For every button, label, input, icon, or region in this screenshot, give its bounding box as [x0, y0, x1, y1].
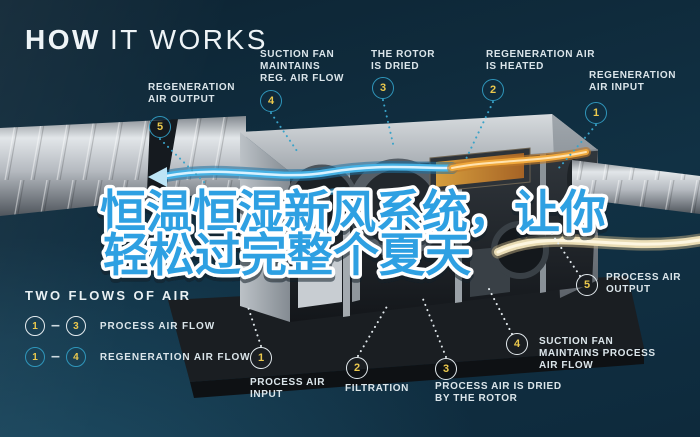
right-duct: [567, 159, 700, 214]
badge-regeneration-2: 2: [482, 79, 504, 101]
badge-regeneration-3: 3: [372, 77, 394, 99]
badge-regeneration-5: 5: [149, 116, 171, 138]
component-box: [298, 254, 342, 308]
callout-regeneration-air-input: REGENERATION AIR INPUT: [589, 70, 677, 93]
legend-dash: –: [51, 317, 60, 334]
legend-row-regeneration: 1 – 4 REGENERATION AIR FLOW: [25, 346, 250, 368]
airflow-cream: [491, 233, 700, 259]
airflow-arrowhead: [148, 167, 167, 187]
legend-heading: TWO FLOWS OF AIR: [25, 288, 192, 303]
page-title: HOW IT WORKS: [25, 24, 268, 56]
badge-process-2: 2: [346, 357, 368, 379]
callout-suction-fan-process: SUCTION FAN MAINTAINS PROCESS AIR FLOW: [539, 336, 656, 371]
regeneration-leader-lines: [159, 99, 597, 185]
cabinet-top-face: [240, 114, 598, 172]
airflow-blue: [160, 161, 458, 202]
badge-regeneration-1: 1: [585, 102, 607, 124]
callout-regeneration-air-heated: REGENERATION AIR IS HEATED: [486, 49, 596, 72]
badge-process-3: 3: [435, 358, 457, 380]
callout-process-air-input: PROCESS AIR INPUT: [250, 377, 326, 400]
left-duct: [0, 116, 246, 216]
legend-badge-from: 1: [25, 347, 45, 367]
legend-badge-to: 3: [65, 316, 86, 336]
callout-regeneration-air-output: REGENERATION AIR OUTPUT: [148, 82, 236, 105]
badge-regeneration-4: 4: [260, 90, 282, 112]
component-box: [352, 261, 360, 302]
legend-row-process: 1 – 3 PROCESS AIR FLOW: [25, 315, 250, 337]
callout-filtration: FILTRATION: [345, 383, 409, 394]
legend-badge-to: 4: [65, 347, 86, 367]
legend-two-flows: TWO FLOWS OF AIR 1 – 3 PROCESS AIR FLOW …: [25, 288, 250, 377]
machine-base-edge: [190, 348, 644, 398]
legend-label-regeneration: REGENERATION AIR FLOW: [99, 351, 251, 363]
process-leader-lines: [246, 233, 581, 358]
legend-label-process: PROCESS AIR FLOW: [99, 320, 216, 332]
callout-process-air-output: PROCESS AIR OUTPUT: [606, 272, 682, 295]
callout-suction-fan-reg: SUCTION FAN MAINTAINS REG. AIR FLOW: [260, 49, 345, 84]
legend-dash: –: [51, 348, 60, 365]
callout-rotor-dried: THE ROTOR IS DRIED: [371, 49, 436, 72]
badge-process-4: 4: [506, 333, 528, 355]
legend-badge-from: 1: [25, 316, 45, 336]
badge-process-1: 1: [250, 347, 272, 369]
headline-line1: 恒温恒湿新风系统，让你: [100, 185, 606, 239]
page-title-light: IT WORKS: [109, 24, 268, 55]
divider-panel: [455, 159, 462, 303]
badge-process-5: 5: [576, 274, 598, 296]
callout-process-air-dried: PROCESS AIR IS DRIED BY THE ROTOR: [435, 381, 562, 404]
page-title-bold: HOW: [25, 24, 101, 55]
headline-line2: 轻松过完整个夏天: [103, 228, 471, 282]
